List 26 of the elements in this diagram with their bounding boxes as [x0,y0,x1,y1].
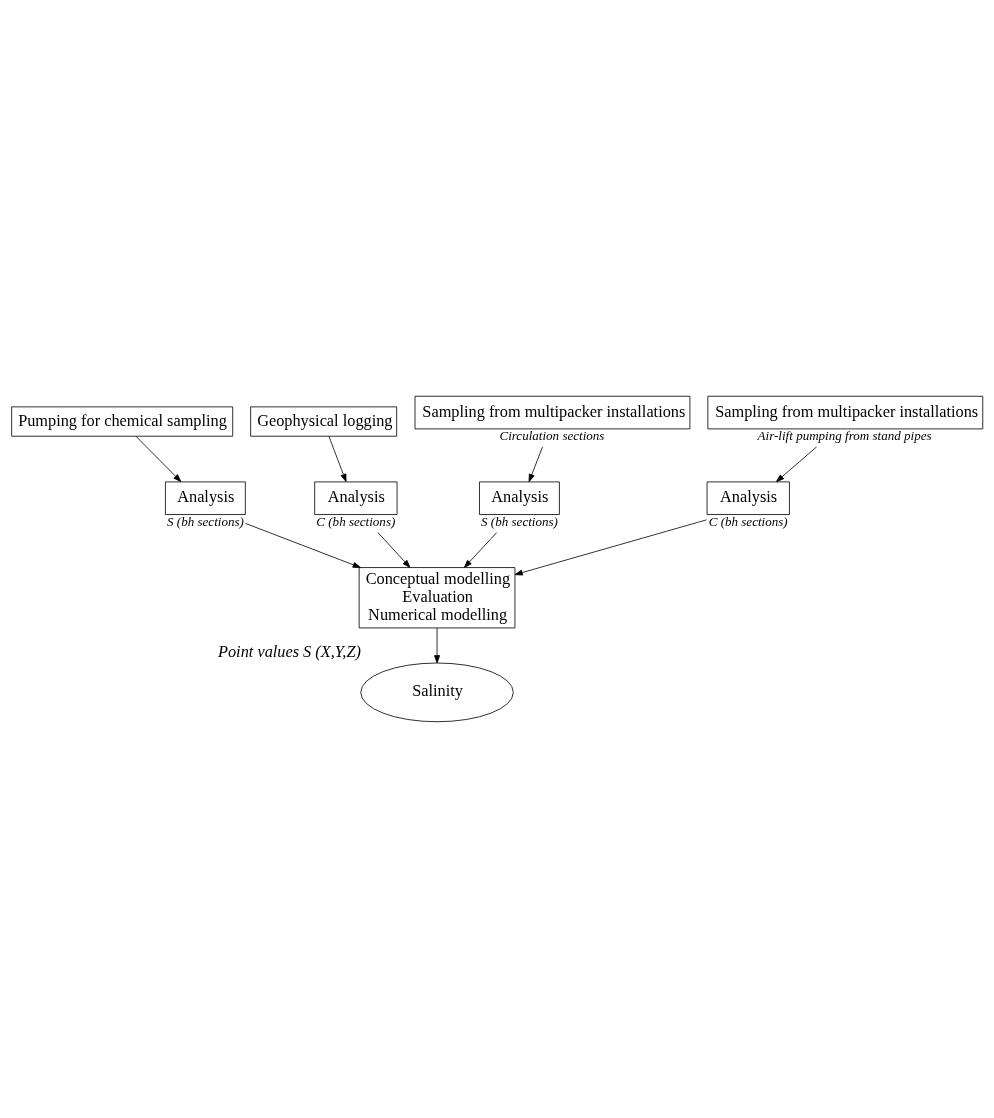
node-label: Circulation sections [499,428,605,444]
node-box: Analysis [165,481,246,515]
node-label: S (bh sections) [481,513,558,529]
arrow [328,435,347,483]
node-box: Sampling from multipacker installations [707,395,984,430]
arrow [463,532,498,568]
node-label: Point values S (X,Y,Z) [218,642,361,662]
node-box: Analysis [479,481,560,515]
node-box: Geophysical logging [250,406,398,437]
node-label: S (bh sections) [167,513,244,529]
node-box: Pumping for chemical sampling [11,406,234,437]
node-box: Analysis [314,481,398,515]
node-box: Sampling from multipacker installations [414,395,691,430]
arrow [434,627,441,664]
arrow [135,435,182,483]
node-label: C (bh sections) [708,513,788,529]
node-box: Analysis [706,481,790,515]
arrow [775,446,817,483]
node-label: Air-lift pumping from stand pipes [757,428,932,444]
arrow [514,519,707,576]
node-box: Conceptual modelling Evaluation Numerical modelling [358,567,516,629]
arrow [528,446,543,483]
node-ellipse: Salinity [360,662,514,723]
arrow [245,523,361,568]
arrow [377,532,411,568]
node-label: C (bh sections) [316,513,396,529]
